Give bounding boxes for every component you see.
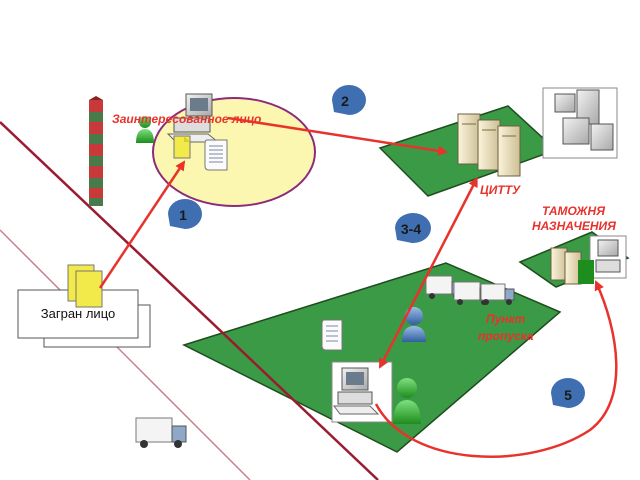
scroll-icon bbox=[321, 319, 343, 351]
border-line-main bbox=[0, 121, 379, 480]
document-icon bbox=[67, 264, 103, 308]
arrow-interested-to-cittu bbox=[227, 116, 448, 156]
svg-text:1: 1 bbox=[179, 207, 187, 223]
cittu-label: ЦИТТУ bbox=[480, 183, 521, 197]
destination-customs-label-2: НАЗНАЧЕНИЯ bbox=[532, 219, 616, 233]
computer-icon bbox=[542, 87, 618, 159]
checkpoint-label-2: пропуска bbox=[478, 329, 534, 343]
step-bubble: 5 bbox=[551, 378, 585, 408]
computer-icon bbox=[166, 93, 220, 143]
person-icon bbox=[393, 378, 421, 424]
arrow-cittu-checkpoint bbox=[378, 176, 478, 369]
arrow-foreign-to-interested bbox=[98, 160, 186, 289]
server-icon bbox=[550, 247, 582, 285]
person-icon bbox=[136, 116, 154, 143]
step-bubble: 1 bbox=[168, 199, 202, 229]
svg-text:5: 5 bbox=[564, 387, 572, 403]
step-bubble: 2 bbox=[332, 85, 366, 115]
checkpoint-label-1: Пункт bbox=[486, 312, 526, 326]
foreign-party-card: Загран лицо bbox=[17, 289, 151, 348]
truck-icon bbox=[480, 283, 515, 305]
server-icon bbox=[457, 113, 521, 177]
border-line-secondary bbox=[0, 229, 251, 480]
svg-text:3-4: 3-4 bbox=[401, 221, 421, 237]
computer-icon bbox=[589, 235, 627, 279]
customs-officer-icon bbox=[578, 260, 594, 284]
arrow-checkpoint-to-destination bbox=[374, 280, 618, 458]
svg-text:2: 2 bbox=[341, 93, 349, 109]
destination-customs-label-1: ТАМОЖНЯ bbox=[542, 204, 605, 218]
step-bubble: 3-4 bbox=[395, 213, 431, 244]
scroll-icon bbox=[204, 139, 228, 171]
document-icon bbox=[173, 135, 191, 159]
border-post-icon bbox=[89, 96, 103, 206]
interested-party-label: Заинтересованное лицо bbox=[112, 112, 261, 126]
truck-icon bbox=[135, 417, 187, 448]
foreign-party-label: Загран лицо bbox=[41, 306, 115, 321]
